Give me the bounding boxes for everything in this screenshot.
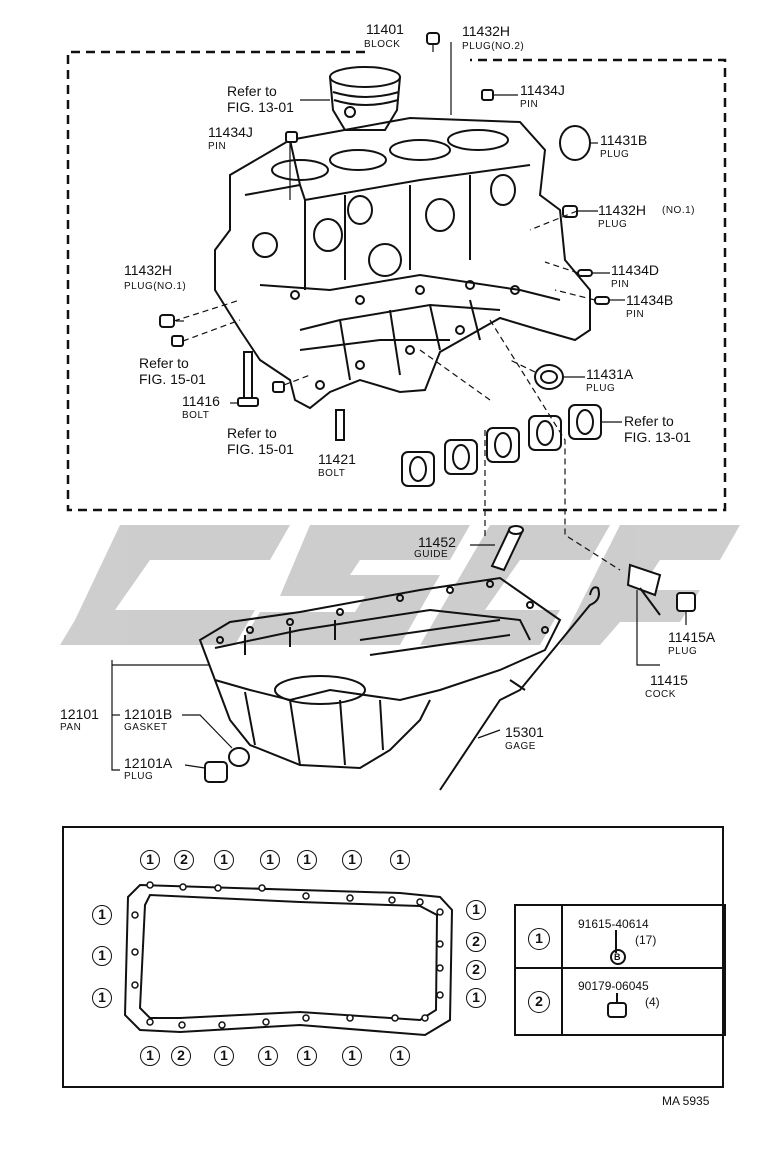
part-11434J-left-name: PIN — [208, 141, 227, 152]
part-11421-number: 11421 — [318, 451, 356, 467]
bolt-marker: 2 — [171, 1046, 191, 1066]
part-11434J-top-number: 11434J — [520, 82, 565, 98]
ref-bearing: Refer to FIG. 13-01 — [624, 413, 691, 445]
block-boundary — [66, 50, 727, 512]
bolt-marker: 1 — [92, 946, 112, 966]
part-11421-name: BOLT — [318, 468, 346, 479]
bearing-set — [401, 404, 602, 487]
bolt-marker: 1 — [466, 988, 486, 1008]
bolt-marker: 1 — [92, 988, 112, 1008]
part-11434J-top-name: PIN — [520, 99, 539, 110]
pan-accessories — [204, 525, 696, 791]
part-11415-name: COCK — [645, 689, 676, 700]
bolt-marker: 1 — [260, 850, 280, 870]
oil-pan-drawing — [198, 576, 562, 770]
part-11415A-number: 11415A — [668, 629, 716, 645]
leader-lines-lower — [111, 544, 687, 771]
bolt-marker: 1 — [140, 1046, 160, 1066]
watermark-logo — [60, 525, 740, 645]
leader-lines-upper — [173, 42, 625, 571]
small-parts — [159, 32, 610, 441]
part-11431A-number: 11431A — [586, 366, 634, 382]
legend-index-2: 2 — [528, 991, 550, 1013]
legend-qty-2: (4) — [645, 995, 660, 1009]
legend-qty-1: (17) — [635, 933, 657, 947]
part-11432H-left-name: PLUG(NO.1) — [124, 281, 187, 292]
bolt-marker: 1 — [92, 905, 112, 925]
gasket-holes — [131, 881, 444, 1029]
part-11401-name: BLOCK — [364, 39, 401, 50]
part-11416-name: BOLT — [182, 410, 210, 421]
part-11452-number: 11452 — [418, 534, 456, 550]
part-11434J-left-number: 11434J — [208, 124, 253, 140]
bolt-marker: 1 — [140, 850, 160, 870]
part-11434D-name: PIN — [611, 279, 630, 290]
part-15301-name: GAGE — [505, 741, 536, 752]
bolt-marker: 1 — [297, 850, 317, 870]
part-12101-name: PAN — [60, 722, 82, 733]
part-11432H-right-name: PLUG — [598, 219, 628, 230]
figure-id: MA 5935 — [662, 1094, 710, 1108]
bolt-marker: 2 — [466, 932, 486, 952]
bolt-pattern-frame — [62, 826, 726, 1088]
bolt-marker: 2 — [174, 850, 194, 870]
part-11432H-top-number: 11432H — [462, 23, 511, 39]
bolt-marker: 1 — [390, 850, 410, 870]
part-11431B-number: 11431B — [600, 132, 648, 148]
part-11431B-name: PLUG — [600, 149, 630, 160]
part-11432H-top-name: PLUG(NO.2) — [462, 41, 525, 52]
bolt-marker: 1 — [342, 850, 362, 870]
part-11415-number: 11415 — [650, 672, 688, 688]
part-11415A-name: PLUG — [668, 646, 698, 657]
bolt-marker: 2 — [466, 960, 486, 980]
legend-code-1: 91615-40614 — [578, 917, 649, 931]
bolt-marker: 1 — [297, 1046, 317, 1066]
part-11434B-number: 11434B — [626, 292, 674, 308]
part-11431A-name: PLUG — [586, 383, 616, 394]
legend-symbol-1: B — [614, 952, 621, 962]
ref-left-2: Refer to FIG. 15-01 — [227, 425, 294, 457]
part-11434D-number: 11434D — [611, 262, 660, 278]
part-11432H-right-suffix: (NO.1) — [662, 205, 695, 216]
part-12101B-name: GASKET — [124, 722, 168, 733]
bolt-marker: 1 — [214, 1046, 234, 1066]
piston-drawing — [329, 66, 401, 131]
bolt-marker: 1 — [390, 1046, 410, 1066]
part-11432H-right-number: 11432H — [598, 202, 647, 218]
part-12101A-name: PLUG — [124, 771, 154, 782]
part-12101A-number: 12101A — [124, 755, 173, 771]
part-11452-name: GUIDE — [414, 549, 449, 560]
legend-code-2: 90179-06045 — [578, 979, 649, 993]
part-11401-number: 11401 — [366, 21, 404, 37]
cylinder-block — [214, 116, 591, 410]
part-11432H-left-number: 11432H — [124, 262, 173, 278]
bolt-marker: 1 — [342, 1046, 362, 1066]
ref-left-1: Refer to FIG. 15-01 — [139, 355, 206, 387]
ref-piston: Refer to FIG. 13-01 — [227, 83, 294, 115]
part-12101-number: 12101 — [60, 706, 99, 722]
bolt-marker: 1 — [466, 900, 486, 920]
bolt-marker: 1 — [214, 850, 234, 870]
bolt-marker: 1 — [258, 1046, 278, 1066]
part-11416-number: 11416 — [182, 393, 220, 409]
part-11434B-name: PIN — [626, 309, 645, 320]
part-15301-number: 15301 — [505, 724, 544, 740]
legend-index-1: 1 — [528, 928, 550, 950]
part-12101B-number: 12101B — [124, 706, 173, 722]
